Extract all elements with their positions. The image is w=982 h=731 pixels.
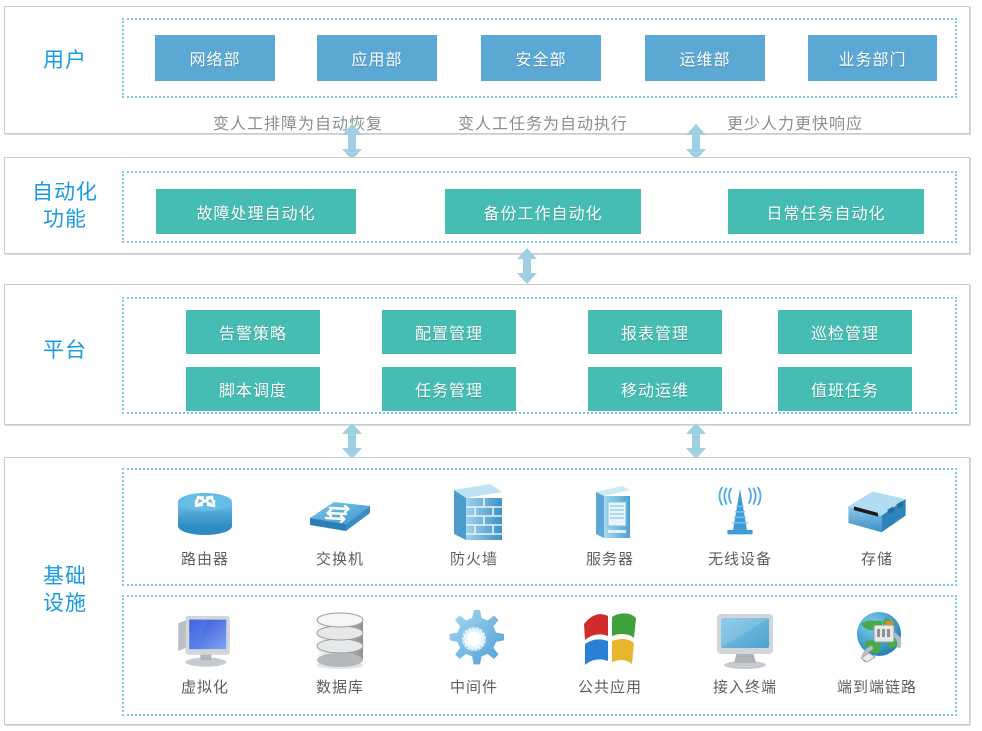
infrastructure-tile-end-to-end-link[interactable]: 端到端链路: [825, 608, 929, 697]
windows-application-icon: [574, 608, 646, 670]
platform-item-label: 配置管理: [414, 326, 483, 343]
user-items-container: [122, 18, 957, 98]
virtualization-icon: [169, 608, 241, 670]
user-item-label: 运维部: [679, 52, 731, 69]
tile-label: 中间件: [449, 679, 498, 696]
infrastructure-tile-server[interactable]: 服务器: [558, 480, 662, 569]
tile-label: 接入终端: [712, 679, 777, 696]
automation-items-container: [122, 171, 957, 243]
platform-item-label: 值班任务: [810, 383, 879, 400]
tile-label: 无线设备: [707, 551, 772, 568]
user-item-label: 安全部: [515, 52, 567, 69]
user-caption-fault-recovery: 变人工排障为自动恢复: [212, 116, 383, 133]
automation-item-label: 日常任务自动化: [766, 205, 886, 223]
user-item-label: 业务部门: [838, 52, 907, 69]
user-item-security-dept[interactable]: 安全部: [481, 35, 601, 81]
connector-automation-to-platform-center: [515, 248, 539, 284]
tile-label: 防火墙: [449, 551, 498, 568]
platform-item-label: 移动运维: [620, 383, 689, 400]
user-item-application-dept[interactable]: 应用部: [317, 35, 437, 81]
tile-label: 交换机: [315, 551, 364, 568]
infrastructure-layer-panel: 基础 设施: [4, 457, 970, 725]
access-terminal-icon: [709, 608, 781, 670]
infrastructure-tile-public-application[interactable]: 公共应用: [558, 608, 662, 697]
infrastructure-tile-switch[interactable]: 交换机: [288, 480, 392, 569]
platform-items-container: [122, 297, 957, 414]
user-layer-panel: 用户 网络部 应用部 安全部 运维部 业务部门 变人工排障为自动恢复 变人工任务…: [4, 6, 970, 134]
infrastructure-row2-container: [122, 595, 957, 716]
end-to-end-link-icon: [841, 608, 913, 670]
platform-layer-panel: 平台 告警策略 配置管理 报表管理 巡检管理 脚本调度 任务管理 移动运维 值班…: [4, 284, 970, 425]
router-icon: [169, 480, 241, 542]
automation-item-fault-handling[interactable]: 故障处理自动化: [156, 189, 356, 234]
connector-user-to-automation-left: [340, 124, 364, 160]
platform-item-label: 报表管理: [620, 326, 689, 343]
tile-label: 路由器: [180, 551, 229, 568]
user-item-operations-dept[interactable]: 运维部: [645, 35, 765, 81]
firewall-icon: [438, 480, 510, 542]
automation-item-backup-work[interactable]: 备份工作自动化: [445, 189, 641, 234]
user-item-label: 网络部: [189, 52, 241, 69]
connector-platform-to-infrastructure-right: [684, 423, 708, 459]
infrastructure-tile-database[interactable]: 数据库: [288, 608, 392, 697]
user-item-network-dept[interactable]: 网络部: [155, 35, 275, 81]
tile-label: 存储: [860, 551, 893, 568]
automation-item-daily-tasks[interactable]: 日常任务自动化: [728, 189, 924, 234]
infrastructure-tile-virtualization[interactable]: 虚拟化: [153, 608, 257, 697]
storage-icon: [841, 480, 913, 542]
tile-label: 公共应用: [577, 679, 642, 696]
tile-label: 端到端链路: [836, 679, 917, 696]
platform-layer-label: 平台: [43, 339, 87, 362]
platform-item-label: 任务管理: [414, 383, 483, 400]
automation-layer-panel: 自动化 功能 故障处理自动化 备份工作自动化 日常任务自动化: [4, 157, 970, 254]
automation-item-label: 故障处理自动化: [196, 205, 316, 223]
platform-item-label: 告警策略: [218, 326, 287, 343]
infrastructure-tile-router[interactable]: 路由器: [153, 480, 257, 569]
middleware-gear-icon: [438, 608, 510, 670]
tile-label: 虚拟化: [180, 679, 229, 696]
user-item-label: 应用部: [351, 52, 403, 69]
user-caption-fewer-people: 更少人力更快响应: [726, 116, 863, 133]
automation-layer-label: 自动化 功能: [32, 181, 98, 231]
platform-item-mobile-ops[interactable]: 移动运维: [588, 367, 722, 411]
platform-item-label: 脚本调度: [218, 383, 287, 400]
wireless-device-icon: [704, 480, 776, 542]
infrastructure-tile-wireless-device[interactable]: 无线设备: [688, 480, 792, 569]
infrastructure-tile-middleware[interactable]: 中间件: [422, 608, 526, 697]
database-icon: [304, 608, 376, 670]
platform-item-inspection-management[interactable]: 巡检管理: [778, 310, 912, 354]
server-icon: [574, 480, 646, 542]
connector-platform-to-infrastructure-left: [340, 423, 364, 459]
platform-item-script-scheduling[interactable]: 脚本调度: [186, 367, 320, 411]
tile-label: 数据库: [315, 679, 364, 696]
platform-item-config-management[interactable]: 配置管理: [382, 310, 516, 354]
platform-item-label: 巡检管理: [810, 326, 879, 343]
platform-item-alarm-policy[interactable]: 告警策略: [186, 310, 320, 354]
infrastructure-layer-label: 基础 设施: [43, 565, 87, 615]
infrastructure-tile-firewall[interactable]: 防火墙: [422, 480, 526, 569]
infrastructure-tile-access-terminal[interactable]: 接入终端: [693, 608, 797, 697]
user-layer-label: 用户: [43, 49, 87, 72]
automation-item-label: 备份工作自动化: [483, 205, 603, 223]
platform-item-report-management[interactable]: 报表管理: [588, 310, 722, 354]
infrastructure-row1-container: [122, 468, 957, 586]
tile-label: 服务器: [585, 551, 634, 568]
platform-item-duty-task[interactable]: 值班任务: [778, 367, 912, 411]
switch-icon: [304, 480, 376, 542]
user-item-business-dept[interactable]: 业务部门: [808, 35, 937, 81]
connector-user-to-automation-right: [684, 124, 708, 160]
platform-item-task-management[interactable]: 任务管理: [382, 367, 516, 411]
user-caption-task-execution: 变人工任务为自动执行: [457, 116, 628, 133]
infrastructure-tile-storage[interactable]: 存储: [825, 480, 929, 569]
